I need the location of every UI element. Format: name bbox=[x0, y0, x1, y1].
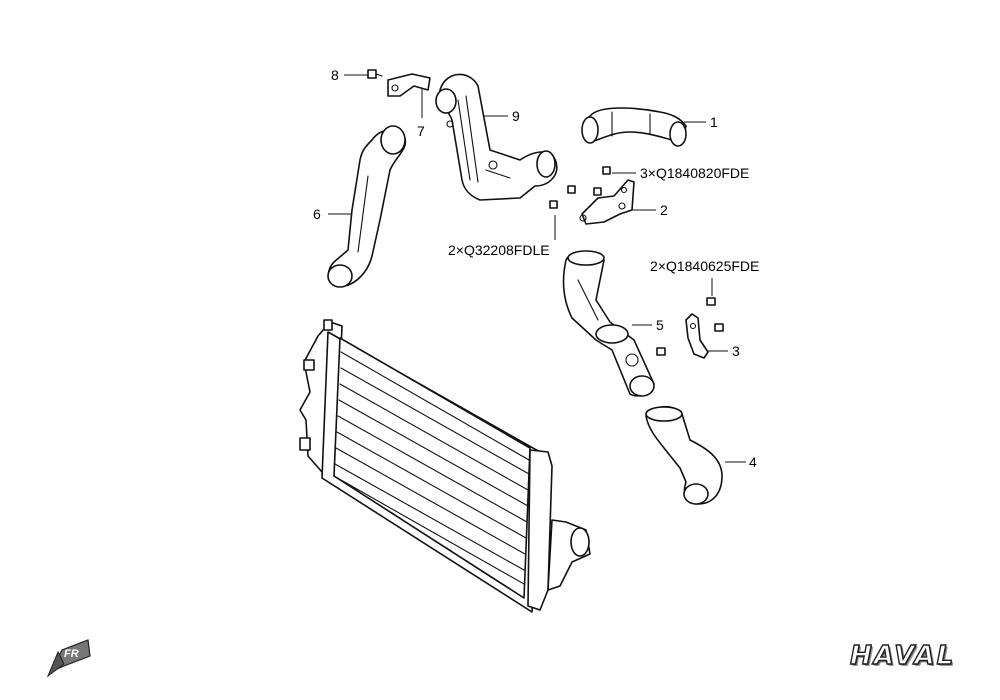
front-label: FR bbox=[64, 648, 79, 660]
leader-lines bbox=[328, 74, 746, 463]
brand-logo: HAVAL bbox=[849, 640, 956, 671]
fastener-spec-a: 3×Q1840820FDE bbox=[640, 165, 750, 181]
fastener-spec-c: 2×Q1840625FDE bbox=[650, 258, 760, 274]
intercooler bbox=[299, 319, 591, 613]
callout-7: 7 bbox=[417, 123, 425, 139]
callout-4: 4 bbox=[749, 454, 757, 470]
callout-6: 6 bbox=[313, 206, 321, 222]
part-4-hose bbox=[645, 405, 723, 505]
part-5-pipe bbox=[562, 250, 655, 397]
fastener-spec-b: 2×Q32208FDLE bbox=[448, 242, 550, 258]
callout-8: 8 bbox=[331, 67, 339, 83]
part-7-bracket bbox=[387, 73, 431, 97]
callout-3: 3 bbox=[732, 343, 740, 359]
part-3-bracket bbox=[656, 297, 724, 359]
part-8-bolt bbox=[367, 69, 383, 79]
callout-9: 9 bbox=[512, 108, 520, 124]
front-arrow-icon bbox=[46, 639, 91, 678]
callout-1: 1 bbox=[710, 114, 718, 130]
part-1-hose bbox=[581, 107, 687, 147]
part-9-intake-pipe bbox=[435, 73, 558, 201]
bolts-upper bbox=[549, 166, 611, 209]
part-6-hose bbox=[327, 125, 407, 288]
part-2-bracket bbox=[579, 179, 635, 225]
callout-2: 2 bbox=[660, 202, 668, 218]
callout-5: 5 bbox=[656, 317, 664, 333]
